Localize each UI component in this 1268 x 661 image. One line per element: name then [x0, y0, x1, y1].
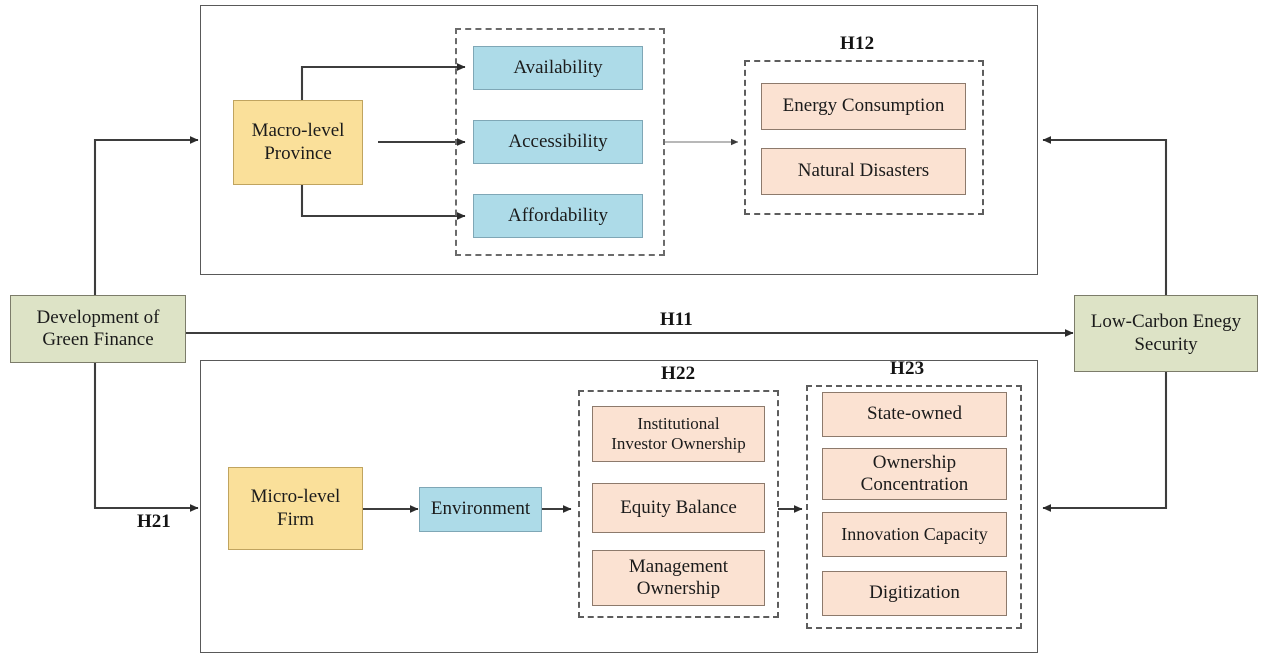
node-affordability[interactable]: Affordability [473, 194, 643, 238]
node-state-owned[interactable]: State-owned [822, 392, 1007, 437]
h12-cluster [744, 60, 984, 215]
group-label-h22: H22 [661, 363, 696, 384]
macro-mediators-cluster [455, 28, 665, 256]
node-natural-disasters[interactable]: Natural Disasters [761, 148, 966, 195]
edge-label-h11: H11 [660, 309, 693, 330]
node-innovation-capacity[interactable]: Innovation Capacity [822, 512, 1007, 557]
node-ownership-concentration[interactable]: Ownership Concentration [822, 448, 1007, 500]
group-label-h12: H12 [840, 33, 875, 54]
node-accessibility[interactable]: Accessibility [473, 120, 643, 164]
node-availability[interactable]: Availability [473, 46, 643, 90]
node-institutional-investor-ownership[interactable]: Institutional Investor Ownership [592, 406, 765, 462]
h22-cluster [578, 390, 779, 618]
micro-outer-group [200, 360, 1038, 653]
macro-outer-group [200, 5, 1038, 275]
node-low-carbon-energy-security[interactable]: Low-Carbon Enegy Security [1074, 295, 1258, 372]
group-label-h23: H23 [890, 358, 925, 379]
node-environment[interactable]: Environment [419, 487, 542, 532]
node-macro-level-province[interactable]: Macro-level Province [233, 100, 363, 185]
edge-label-h21: H21 [137, 511, 171, 532]
node-development-of-green-finance[interactable]: Development of Green Finance [10, 295, 186, 363]
node-digitization[interactable]: Digitization [822, 571, 1007, 616]
h23-cluster [806, 385, 1022, 629]
node-energy-consumption[interactable]: Energy Consumption [761, 83, 966, 130]
node-management-ownership[interactable]: Management Ownership [592, 550, 765, 606]
node-micro-level-firm[interactable]: Micro-level Firm [228, 467, 363, 550]
node-equity-balance[interactable]: Equity Balance [592, 483, 765, 533]
